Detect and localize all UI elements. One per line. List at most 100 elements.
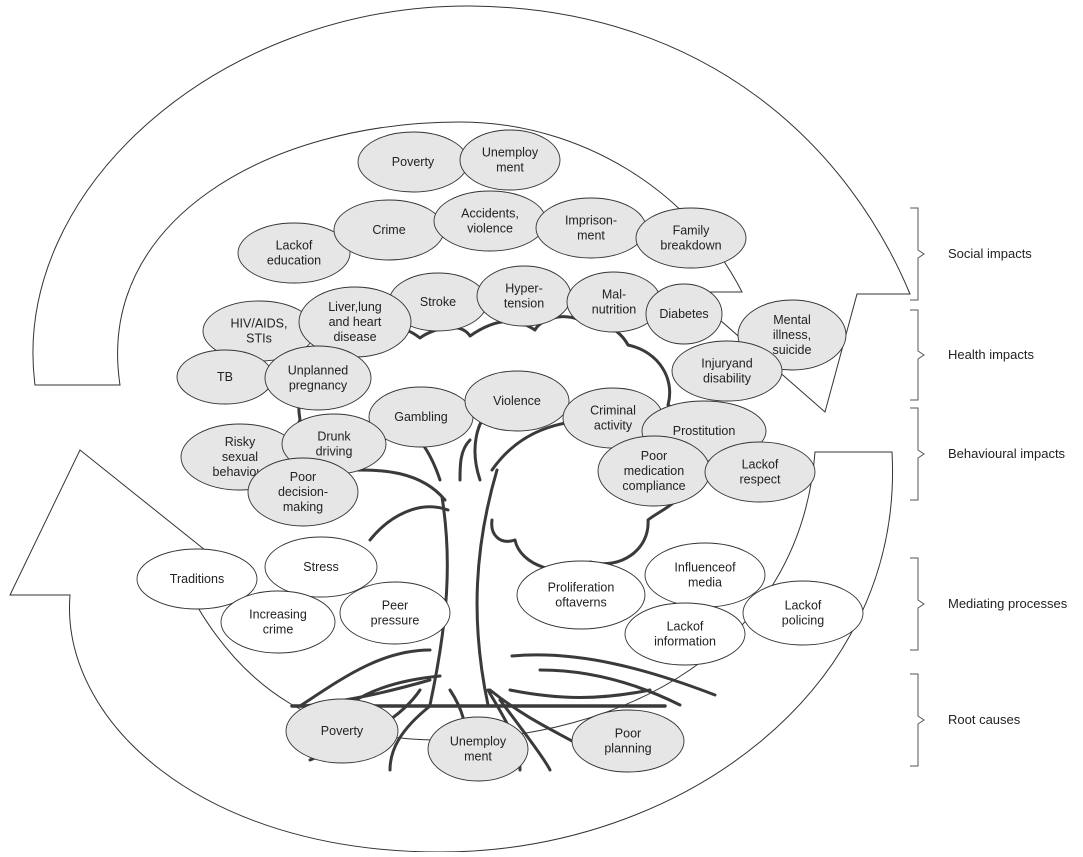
node-imprisonment: Imprison-ment <box>535 197 647 259</box>
node-label: Influenceof <box>674 561 736 575</box>
bracket-health <box>910 309 925 401</box>
node-ellipse <box>742 580 864 646</box>
node-ellipse <box>237 222 351 284</box>
node-label: driving <box>316 445 353 459</box>
node-label: Hyper- <box>505 282 543 296</box>
bracket-mediating <box>910 557 925 651</box>
node-label: media <box>688 576 722 590</box>
node-ellipse <box>635 207 747 269</box>
node-label: making <box>283 500 323 514</box>
node-label: ment <box>464 750 492 764</box>
category-label-mediating: Mediating processes <box>948 596 1068 611</box>
node-label: Traditions <box>170 572 224 586</box>
node-label: Unemploy <box>482 146 539 160</box>
node-label: policing <box>782 614 824 628</box>
node-label: Poverty <box>321 724 364 738</box>
node-ellipse <box>285 698 399 764</box>
node-label: STIs <box>246 332 272 346</box>
node-label: decision- <box>278 485 328 499</box>
bracket-root <box>910 673 925 767</box>
node-label: information <box>654 635 716 649</box>
node-label: Liver,lung <box>328 300 382 314</box>
node-poverty-root: Poverty <box>285 698 399 764</box>
node-gambling: Gambling <box>368 386 474 448</box>
node-label: illness, <box>773 328 811 342</box>
node-ellipse <box>427 716 529 782</box>
node-hypertension: Hyper-tension <box>476 265 572 327</box>
node-label: Mal- <box>602 288 626 302</box>
node-traditions: Traditions <box>136 548 258 610</box>
category-label-behavioural: Behavioural impacts <box>948 446 1066 461</box>
node-ellipse <box>264 536 378 598</box>
node-label: breakdown <box>660 239 721 253</box>
node-label: Mental <box>773 313 811 327</box>
node-label: Unplanned <box>288 364 349 378</box>
node-ellipse <box>459 129 561 191</box>
node-label: compliance <box>622 479 685 493</box>
node-stress: Stress <box>264 536 378 598</box>
category-brackets <box>910 207 925 767</box>
node-label: Family <box>673 224 711 238</box>
node-label: ment <box>496 161 524 175</box>
node-ellipse <box>339 581 451 645</box>
category-label-social: Social impacts <box>948 246 1032 261</box>
node-label: Drunk <box>317 430 351 444</box>
node-label: ment <box>577 229 605 243</box>
node-label: Violence <box>493 394 541 408</box>
node-ellipse <box>704 441 816 503</box>
node-label: education <box>267 254 321 268</box>
node-label: disease <box>333 330 376 344</box>
node-label: disability <box>703 372 752 386</box>
node-label: activity <box>594 419 633 433</box>
category-label-health: Health impacts <box>948 347 1034 362</box>
node-violence: Violence <box>464 370 570 432</box>
node-label: Proliferation <box>548 581 615 595</box>
node-ellipse <box>516 560 646 630</box>
tree-branches <box>353 403 602 542</box>
node-label: violence <box>467 222 513 236</box>
node-label: nutrition <box>592 303 637 317</box>
node-label: Stress <box>303 560 338 574</box>
node-label: Imprison- <box>565 214 617 228</box>
node-label: pregnancy <box>289 379 348 393</box>
node-label: behaviour <box>213 465 268 479</box>
node-ellipse <box>571 709 685 773</box>
node-label: TB <box>217 370 233 384</box>
node-label: Criminal <box>590 404 636 418</box>
tree-trunk <box>428 468 499 707</box>
node-label: Lackof <box>742 458 779 472</box>
node-label: planning <box>604 742 651 756</box>
node-label: Poor <box>290 470 316 484</box>
bottom-cycle-arrow <box>9 449 893 853</box>
node-label: crime <box>263 623 294 637</box>
node-layer: PovertyUnemploymentLackofeducationCrimeA… <box>136 129 864 782</box>
node-label: HIV/AIDS, <box>231 317 288 331</box>
node-label: Unemploy <box>450 735 507 749</box>
node-label: medication <box>624 464 684 478</box>
node-label: Crime <box>372 223 405 237</box>
node-tb: TB <box>176 349 274 405</box>
node-label: Poor <box>615 727 641 741</box>
node-label: Peer <box>382 599 408 613</box>
bracket-social <box>910 207 925 301</box>
node-diabetes: Diabetes <box>645 283 723 345</box>
node-label: pressure <box>371 614 420 628</box>
node-ellipse <box>264 345 372 411</box>
node-hiv-aids: HIV/AIDS,STIs <box>202 300 316 362</box>
node-ellipse <box>136 548 258 610</box>
node-label: suicide <box>773 343 812 357</box>
